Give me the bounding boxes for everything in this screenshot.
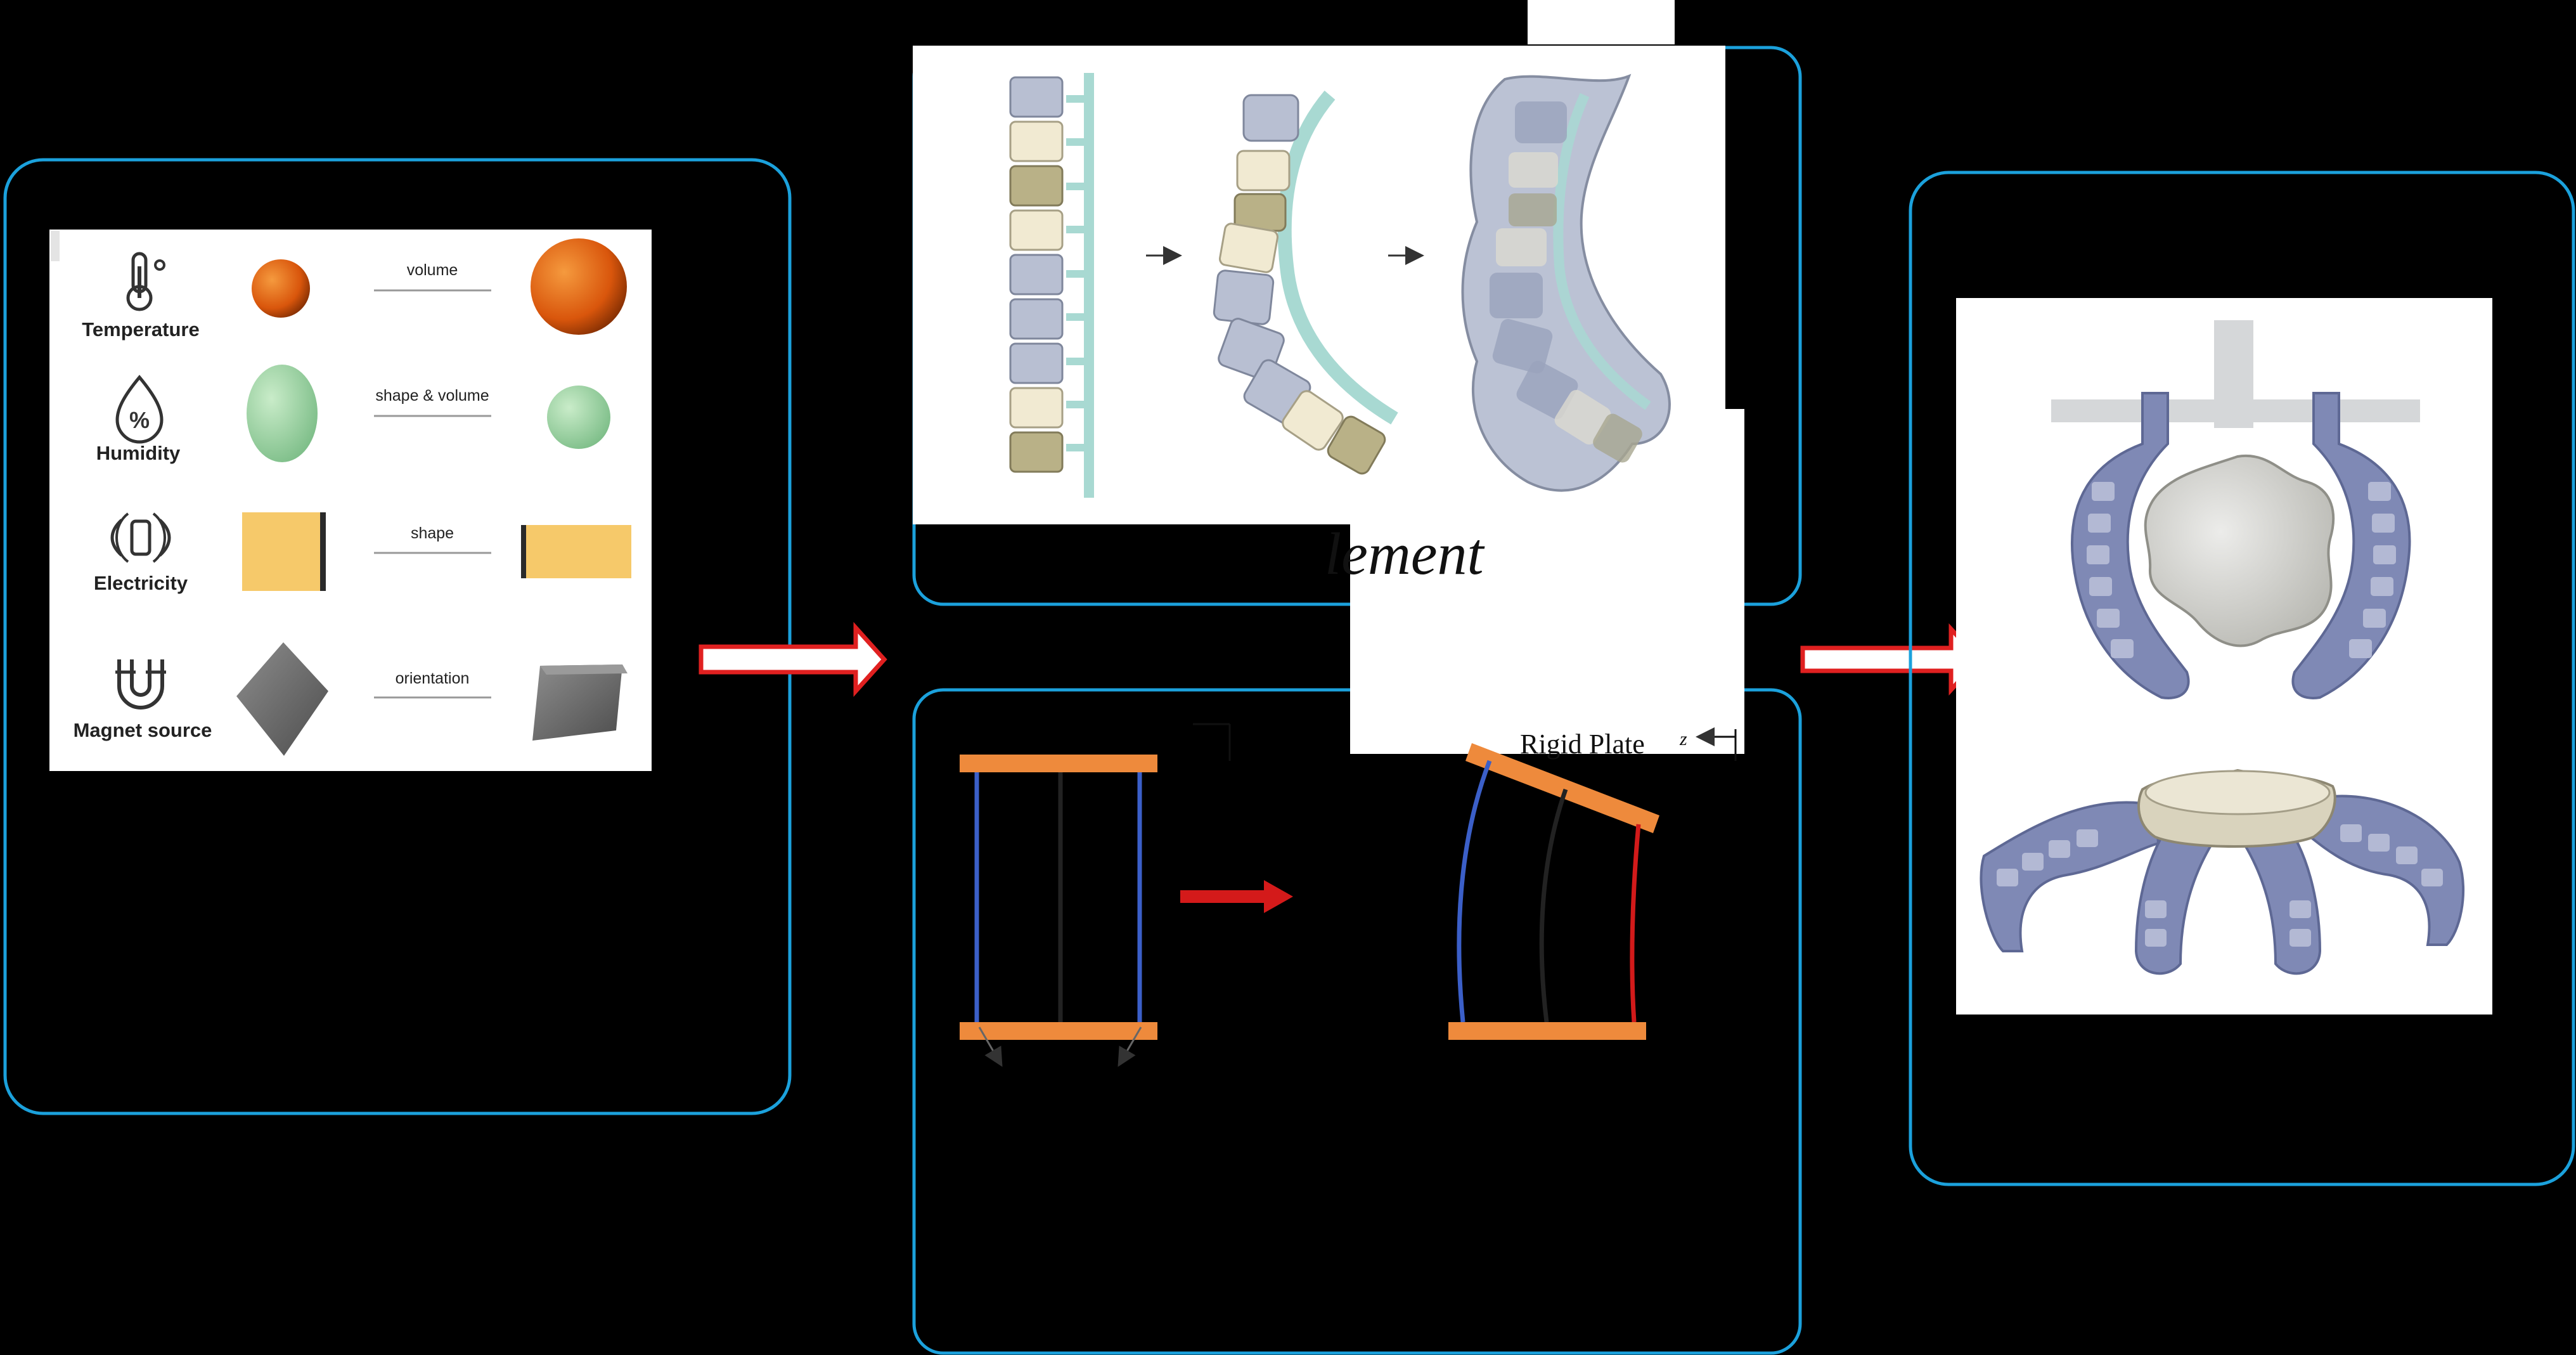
straight-plate-model [960, 723, 1231, 1067]
bent-module-chain [1213, 90, 1398, 475]
response-label: volume [407, 261, 458, 279]
large-orange-sphere [531, 238, 627, 335]
bottom-orange-plate [960, 1022, 1157, 1040]
gripper-side-view [1980, 768, 2465, 975]
electricity-row: Electricity shape [94, 512, 631, 594]
red-wire-bent [1630, 824, 1641, 1023]
tilted-orange-plate [1465, 743, 1659, 833]
yellow-block-wide [521, 525, 631, 578]
stimuli-frame [3, 158, 792, 1115]
green-sphere [547, 386, 610, 449]
flow-arrow-left [699, 621, 887, 697]
white-patch-top [1528, 0, 1675, 44]
stimulus-label: Temperature [82, 318, 200, 340]
white-patch-plate [1350, 603, 1744, 754]
corner-mark [51, 231, 60, 261]
stimulus-label: Magnet source [74, 719, 212, 741]
bent-plate-model [1448, 743, 1659, 1040]
response-label: shape [411, 524, 454, 542]
electricity-icon [110, 512, 171, 563]
red-transition-arrow [1180, 880, 1293, 913]
top-orange-plate [960, 755, 1157, 772]
gray-plate [532, 665, 622, 741]
temperature-row: Temperature volume [82, 238, 627, 340]
straight-module-chain [1009, 73, 1094, 498]
gray-plate-top [540, 665, 628, 675]
thermometer-icon [126, 252, 165, 311]
encapsulated-module-chain [1461, 74, 1671, 492]
yellow-block-tall [242, 512, 325, 591]
response-label: orientation [396, 670, 470, 687]
flow-arrow-right [1800, 623, 1982, 696]
force-arrow-left [978, 1027, 1003, 1067]
blue-wire-bent [1457, 760, 1492, 1023]
gripper-top-view [2051, 320, 2420, 699]
black-wire-bent [1539, 788, 1568, 1023]
rigid-plate-label: Rigid Plate [1520, 729, 1645, 760]
yellow-block-wide-edge [521, 525, 526, 578]
svg-text:%: % [129, 407, 150, 433]
star-object [2144, 454, 2335, 647]
humidity-icon: % [115, 375, 164, 444]
gripper-frame [1909, 171, 2575, 1186]
magnet-row: Magnet source orientation [74, 642, 628, 756]
response-label: shape & volume [375, 387, 489, 405]
stimulus-label: Electricity [94, 572, 188, 594]
axis-label-z: z [1679, 729, 1687, 749]
magnet-icon [115, 659, 166, 710]
small-orange-sphere [252, 259, 310, 318]
force-arrow-right [1117, 1027, 1142, 1067]
side-finger-left [1980, 801, 2160, 952]
yellow-block-edge [320, 512, 326, 591]
element-caption: lement [1325, 521, 1484, 587]
stimulus-label: Humidity [96, 442, 181, 464]
white-patch-caption [1350, 524, 1744, 603]
green-ellipsoid [247, 365, 318, 462]
humidity-row: % Humidity shape & volume [96, 365, 610, 464]
bent-bottom-plate [1448, 1022, 1646, 1040]
mount-horizontal [2051, 399, 2420, 422]
plate-frame [912, 688, 1802, 1355]
gray-diamond [236, 642, 328, 756]
